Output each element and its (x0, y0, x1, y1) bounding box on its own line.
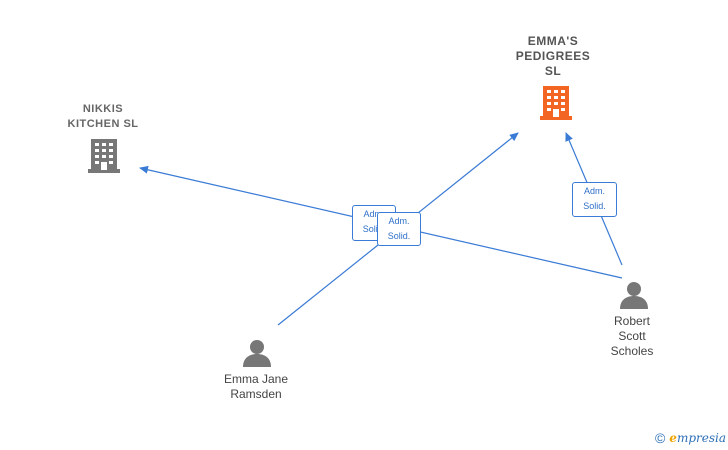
empresia-watermark: © empresia (655, 430, 726, 446)
building-icon[interactable] (540, 84, 572, 120)
copyright-icon: © (654, 430, 666, 446)
relation-label-robert-pedigrees[interactable]: Adm. Solid. (572, 182, 617, 217)
building-icon[interactable] (88, 137, 120, 173)
person-name-emma-jane-ramsden[interactable]: Emma Jane Ramsden (223, 372, 289, 401)
company-name-nikkis-kitchen[interactable]: NIKKIS KITCHEN SL (67, 103, 139, 130)
company-name-emmas-pedigrees[interactable]: EMMA'S PEDIGREES SL (515, 34, 591, 78)
brand-logo: empresia (669, 431, 726, 445)
person-name-robert-scott-scholes[interactable]: Robert Scott Scholes (610, 314, 654, 358)
person-icon[interactable] (619, 280, 649, 310)
relation-label-emma-pedigrees[interactable]: Adm. Solid. (377, 212, 421, 246)
person-icon[interactable] (242, 338, 272, 368)
